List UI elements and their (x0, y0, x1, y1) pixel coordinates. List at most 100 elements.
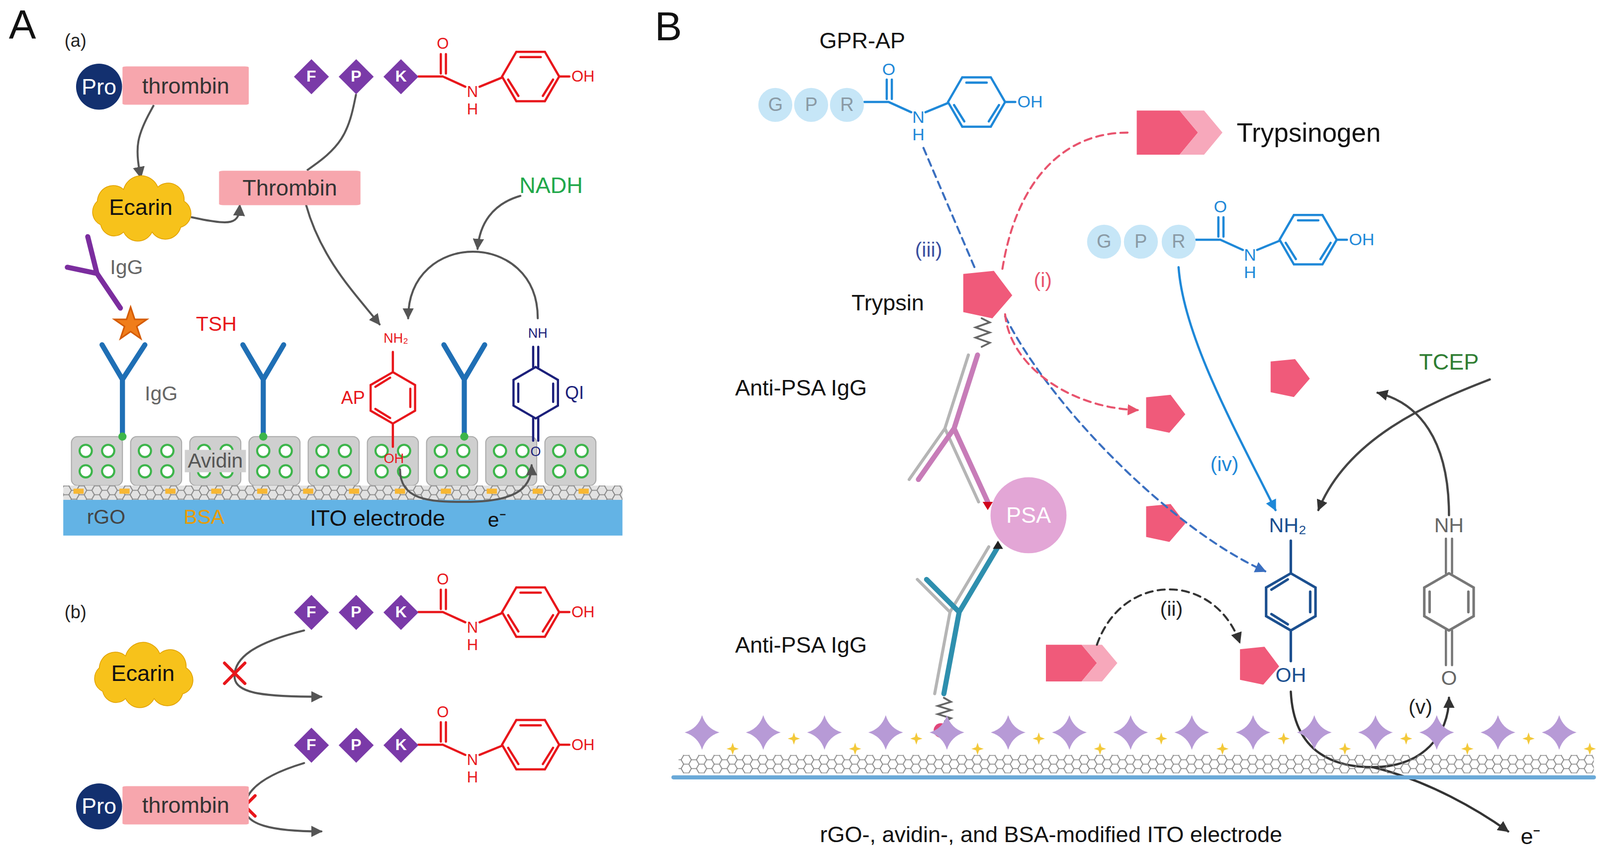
node-shape (293, 594, 329, 630)
text-label: OH (571, 736, 595, 754)
binding-site (138, 465, 152, 478)
binding-site (101, 444, 115, 458)
avidin-symbol (1174, 715, 1210, 751)
text-label: (v) (1408, 695, 1433, 719)
text-label: TCEP (1418, 350, 1479, 376)
node-text: P (350, 67, 362, 86)
detection-antibody (918, 355, 988, 502)
node-shape (293, 727, 329, 763)
node-text: P (804, 94, 818, 116)
amino-acid-diamond: F (293, 594, 329, 630)
amino-acid-diamond: P (338, 727, 374, 763)
dashed-arrow (1002, 132, 1128, 272)
bsa-symbol (1400, 732, 1413, 746)
text-label: e⁻ (487, 509, 507, 532)
node-shape (122, 785, 249, 825)
text-label: H (467, 100, 478, 118)
binding-site (101, 465, 115, 478)
fpk-ap-substrate (418, 587, 570, 637)
panel-letter: B (654, 3, 682, 49)
avidin-symbol (1358, 715, 1394, 751)
bsa-bit (578, 488, 589, 494)
quinoneimine-ring (1424, 573, 1474, 631)
bsa-symbol (1032, 732, 1045, 746)
linker-spring (937, 697, 951, 722)
dashed-arrow (1097, 589, 1240, 645)
capture-antibody (926, 546, 999, 694)
binding-site (257, 465, 270, 478)
amino-acid-circle: P (1123, 224, 1159, 260)
text-label: O (1214, 197, 1227, 217)
bsa-bit (302, 488, 314, 494)
bsa-symbol (1583, 742, 1597, 755)
avidin-cube (308, 436, 360, 486)
binding-site (161, 465, 174, 478)
binding-site (434, 444, 448, 458)
bsa-symbol (1277, 732, 1291, 746)
text-label: GPR-AP (819, 28, 906, 54)
node-shape (1087, 224, 1122, 259)
amino-acid-circle: G (757, 87, 793, 123)
bsa-bit (486, 488, 498, 494)
node-text: R (1171, 231, 1186, 253)
text-label: (a) (64, 30, 87, 51)
dashed-arrow (1005, 314, 1138, 411)
text-label: rGO-, avidin-, and BSA-modified ITO elec… (819, 822, 1283, 848)
amino-acid-diamond: F (293, 727, 329, 763)
amino-acid-diamond: K (383, 594, 419, 630)
avidin-cube (426, 436, 478, 486)
node-shape (338, 727, 374, 763)
antigen-circle: PSA (989, 476, 1068, 555)
node-shape (94, 642, 193, 708)
avidin-symbol (1235, 715, 1271, 751)
panel-b-art (673, 77, 1597, 832)
node-text: thrombin (142, 792, 230, 818)
text-label: H (467, 768, 478, 786)
quinoneimine-ring (513, 367, 558, 419)
text-label: H (912, 125, 925, 144)
binding-site (161, 444, 174, 458)
bsa-symbol (1522, 732, 1535, 746)
node-text: PSA (1006, 502, 1051, 528)
text-label: IgG (109, 256, 143, 279)
text-label: Trypsin (851, 290, 925, 316)
aminophenol-ring (1266, 573, 1316, 631)
trypsin-symbol (1145, 394, 1186, 433)
node-shape (218, 170, 361, 205)
text-label: e⁻ (1520, 824, 1541, 850)
bsa-symbol (971, 742, 984, 755)
tsh-star (114, 306, 148, 339)
binding-site (79, 465, 93, 478)
node-text: F (306, 736, 317, 754)
avidin-symbol (868, 715, 904, 751)
node-text: F (306, 67, 317, 86)
binding-site (434, 465, 448, 478)
text-label: N (467, 619, 478, 637)
avidin-symbol (746, 715, 781, 751)
binding-site (338, 444, 352, 458)
bsa-symbol (910, 732, 923, 746)
avidin-layer (71, 436, 597, 486)
node-text: G (767, 94, 783, 116)
binding-site (553, 465, 566, 478)
binding-site (516, 465, 529, 478)
binding-site (316, 444, 329, 458)
cleavage-arrow (1178, 267, 1276, 510)
blocked-arrow (244, 762, 322, 832)
amino-acid-diamond: K (383, 727, 419, 763)
linker-spring (975, 318, 990, 347)
node-text: Pro (81, 74, 117, 100)
redox-cycle-arrow (1377, 392, 1450, 516)
protein-box: thrombin (121, 785, 250, 825)
binding-site (79, 444, 93, 458)
node-shape (383, 59, 419, 95)
node-shape (383, 727, 419, 763)
pro-domain-circle: Pro (75, 782, 123, 830)
node-text: Ecarin (110, 660, 175, 686)
trypsin-symbol (1270, 359, 1311, 397)
node-shape (1124, 224, 1158, 259)
trypsin-symbol (1145, 503, 1186, 542)
text-label: O (1440, 667, 1457, 690)
rgo-layer (678, 754, 1594, 774)
node-text: F (306, 603, 317, 621)
